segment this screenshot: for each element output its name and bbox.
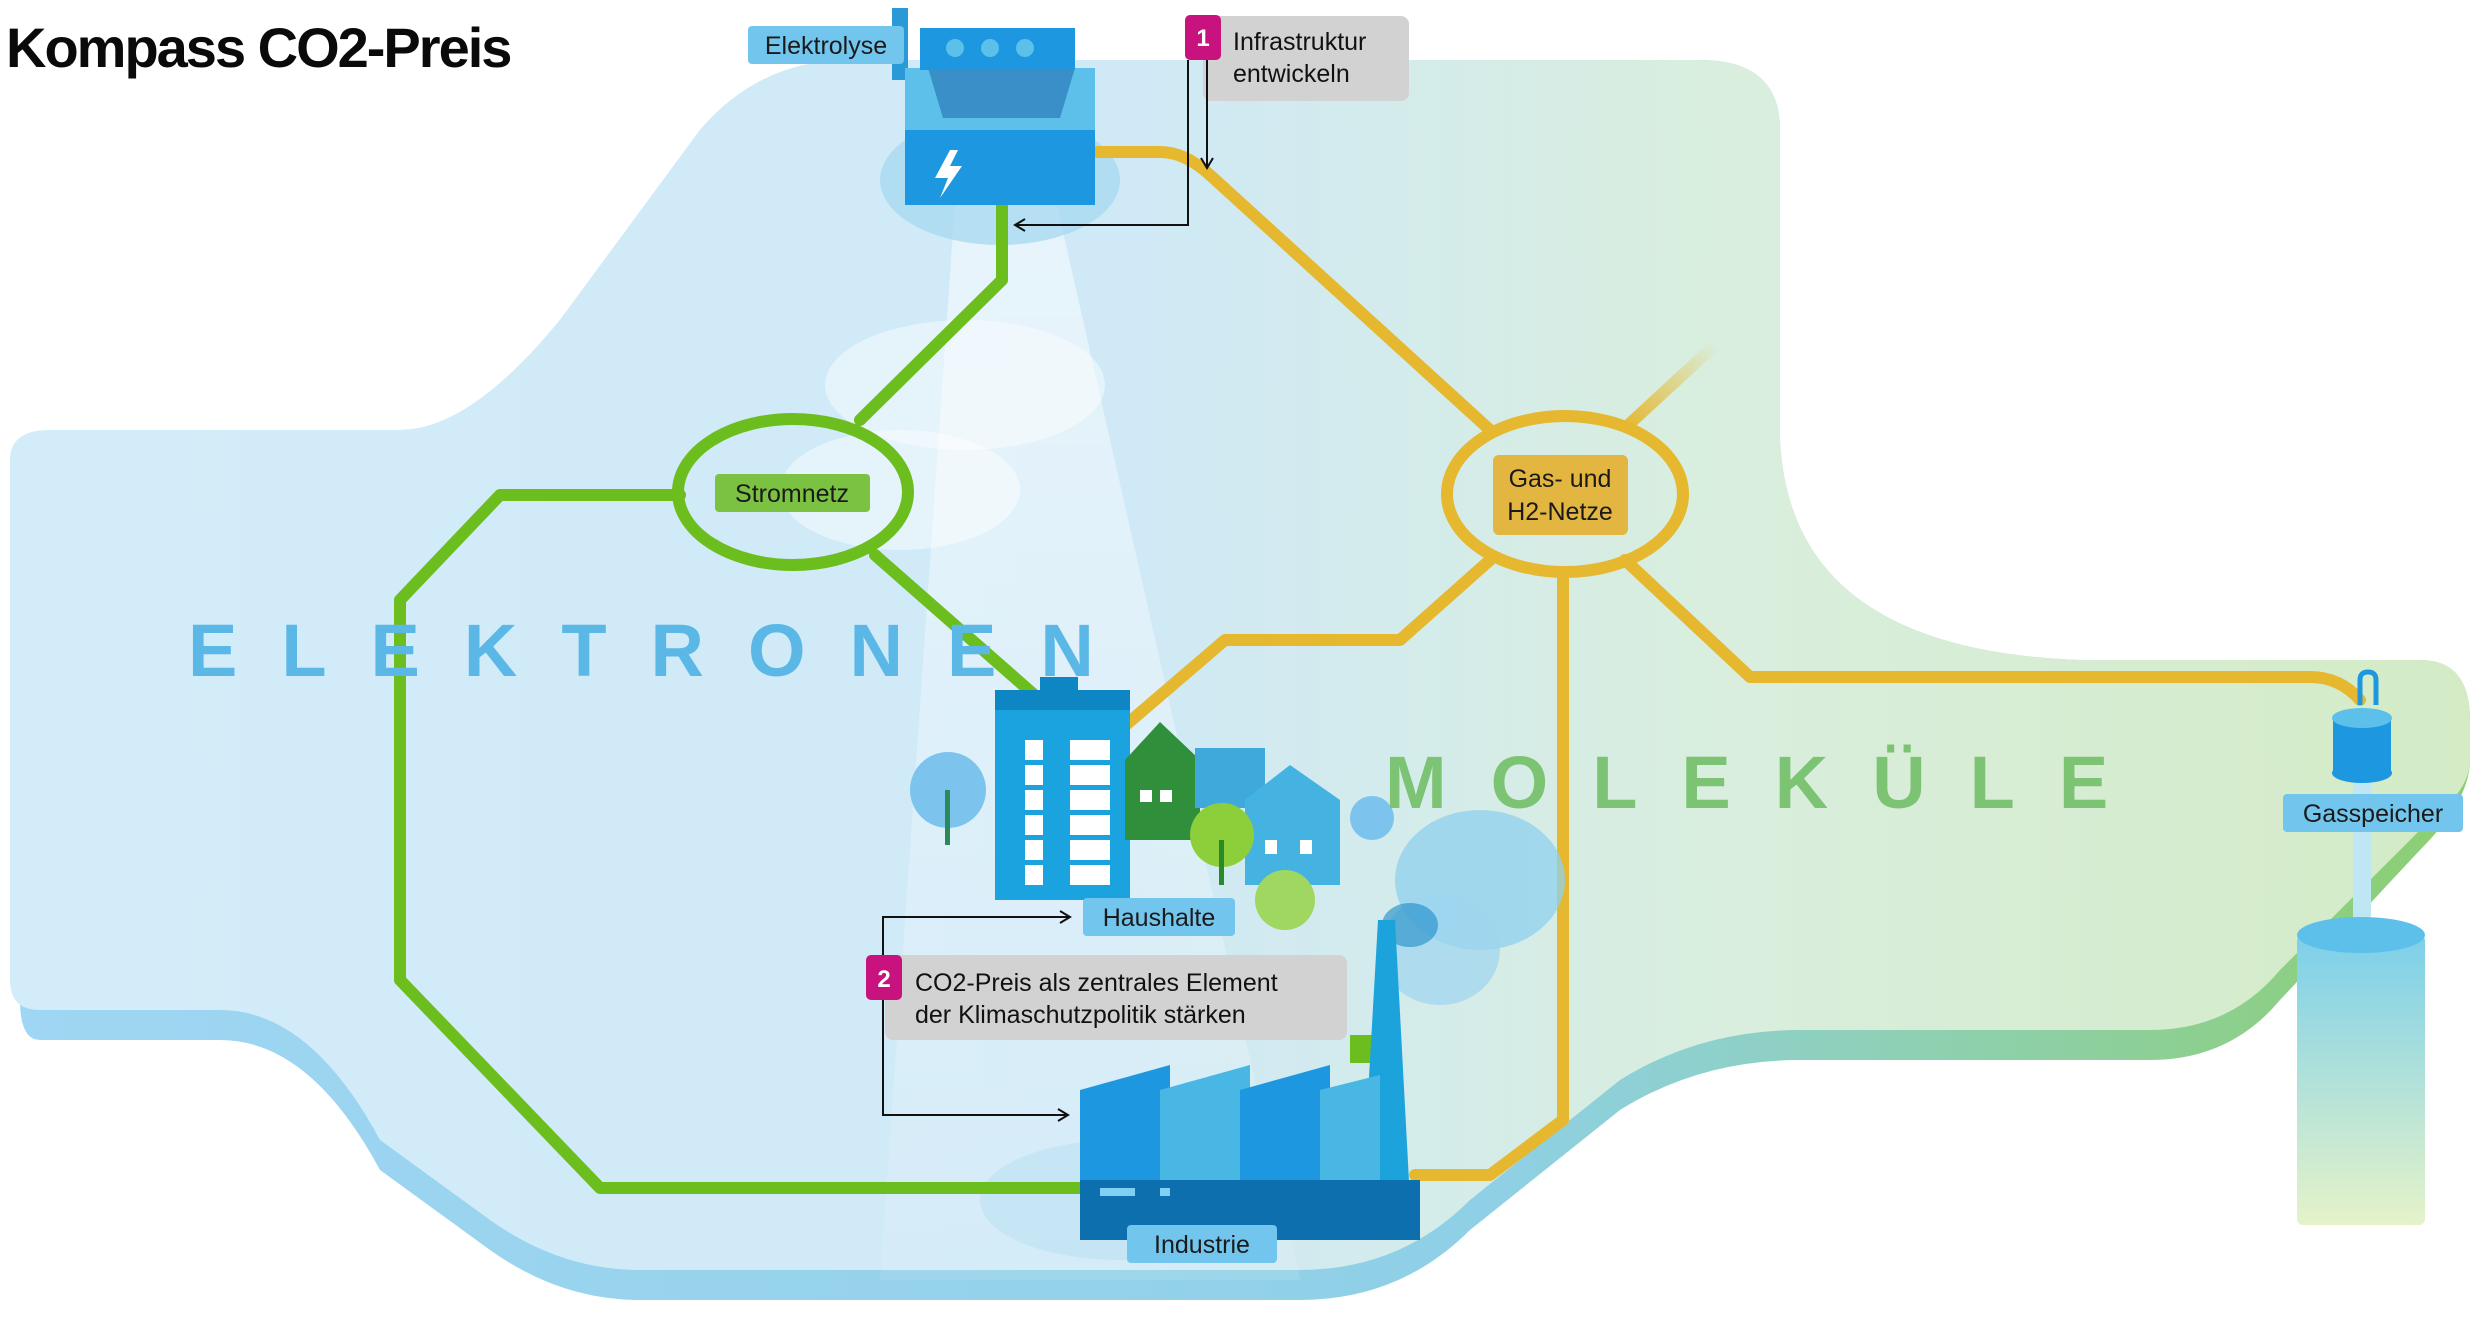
label-box-gasspeicher — [2283, 794, 2463, 832]
label-gasnetze-line1: Gas- und — [1509, 465, 1612, 493]
note-number-2: 2 — [877, 966, 890, 993]
label-elektrolyse: Elektrolyse — [765, 32, 887, 60]
label-gasspeicher: Gasspeicher — [2303, 800, 2443, 828]
elektrolyse-plant-icon — [892, 8, 1095, 205]
line-gasnetze-industrie — [1409, 569, 1569, 1181]
note-1-arrow-left — [1013, 60, 1189, 232]
label-box-elektrolyse — [748, 26, 904, 64]
note-text-2-line1: CO2-Preis als zentrales Element — [915, 969, 1278, 997]
line-elektrolyse-gasnetze — [1089, 146, 1496, 436]
label-stromnetz: Stromnetz — [735, 480, 849, 508]
note-2-arrow-down — [882, 1000, 1070, 1122]
label-box-industrie — [1127, 1225, 1277, 1263]
line-gasnetze-fade-up — [1620, 340, 1720, 433]
bubble-top — [825, 320, 1105, 450]
gasspeicher-icon — [2297, 669, 2425, 1225]
background-blob — [10, 60, 2470, 1270]
label-gasnetze-line2: H2-Netze — [1507, 498, 1613, 526]
note-text-2-line2: der Klimaschutzpolitik stärken — [915, 1001, 1246, 1029]
note-box-2 — [885, 955, 1347, 1040]
bubble-stromnetz — [780, 430, 1020, 550]
note-text-1-line2: entwickeln — [1233, 60, 1350, 88]
label-industrie: Industrie — [1154, 1231, 1250, 1259]
line-stromnetz-haushalte — [869, 549, 1046, 706]
line-gasnetze-gasspeicher — [1619, 554, 2366, 706]
line-stromnetz-loop — [394, 489, 1086, 1194]
region-label-molecules: MOLEKÜLE — [1385, 741, 2152, 824]
label-box-stromnetz — [715, 474, 870, 512]
line-gasnetze-haushalte — [1114, 554, 1496, 736]
note-2-arrow-up — [882, 910, 1072, 955]
region-label-electrons: ELEKTRONEN — [188, 609, 1138, 692]
page-title: Kompass CO2-Preis — [6, 16, 510, 79]
note-box-1 — [1203, 16, 1409, 101]
label-haushalte: Haushalte — [1103, 904, 1216, 932]
note-badge-2 — [866, 955, 902, 1000]
note-badge-1 — [1185, 15, 1221, 60]
haushalte-buildings-icon — [910, 677, 1394, 930]
label-box-gasnetze — [1493, 455, 1628, 535]
stromnetz-ring — [672, 413, 914, 571]
line-elektrolyse-stromnetz — [854, 164, 1008, 426]
note-number-1: 1 — [1196, 25, 1209, 52]
note-text-1-line1: Infrastruktur — [1233, 28, 1366, 56]
electricity-network — [394, 164, 1086, 1194]
label-box-haushalte — [1083, 898, 1235, 936]
